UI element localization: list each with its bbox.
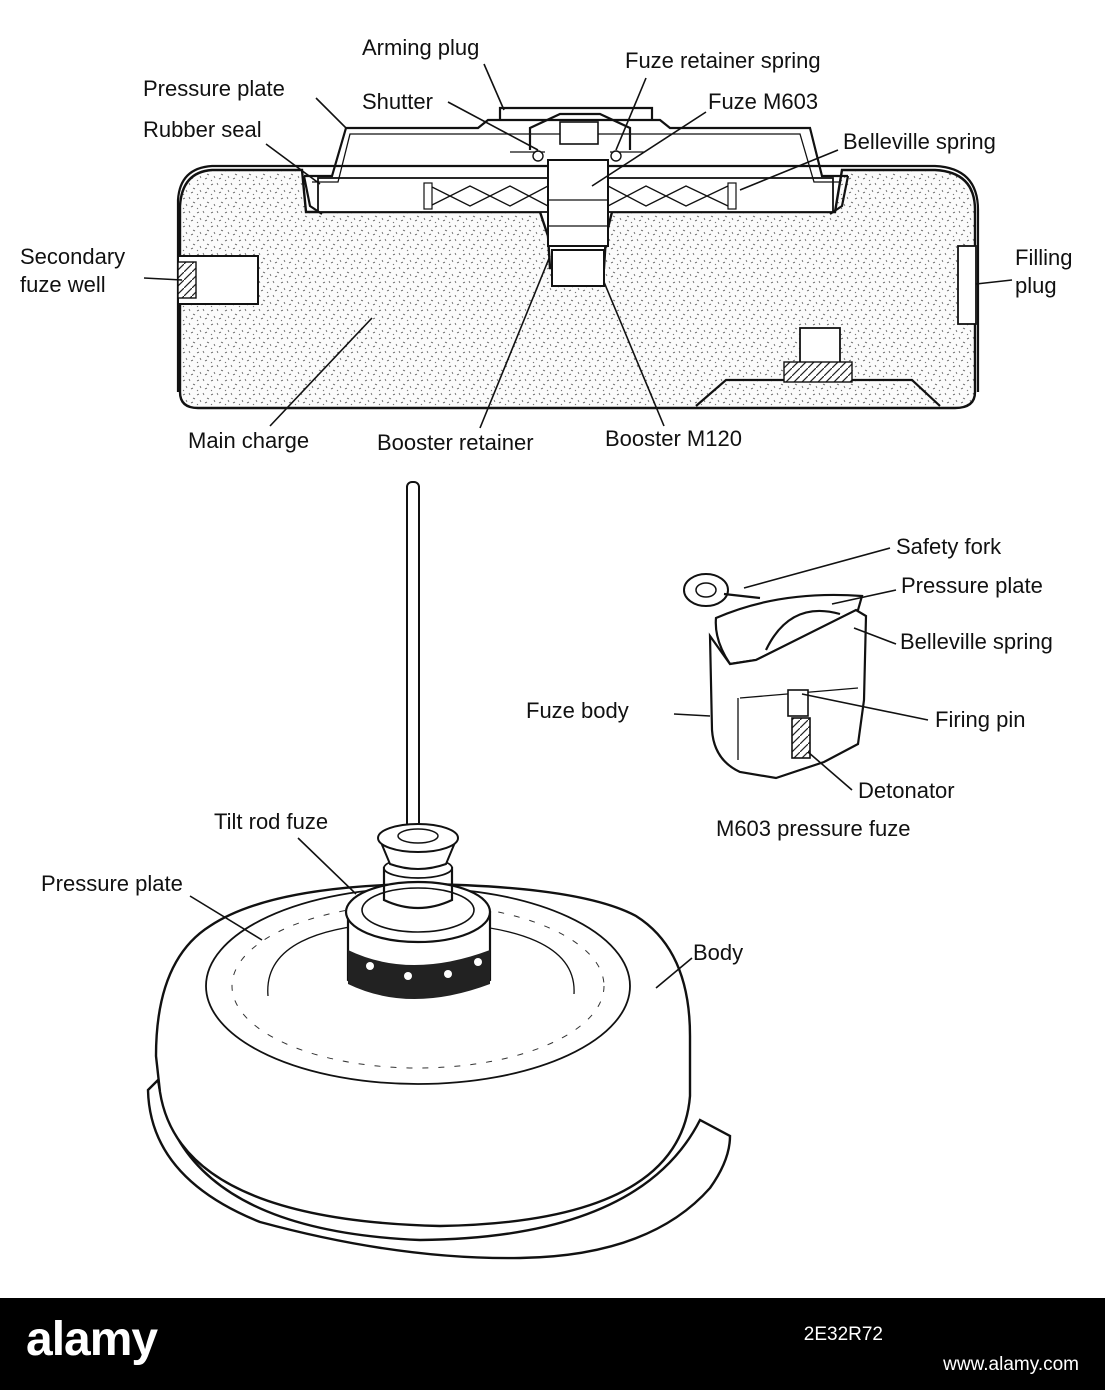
rubber-seal-left <box>302 175 323 215</box>
label-booster-m120: Booster M120 <box>605 426 742 451</box>
fuze-caption: M603 pressure fuze <box>716 816 910 841</box>
site-url: www.alamy.com <box>943 1354 1079 1375</box>
label-belleville-spring-fuze: Belleville spring <box>900 629 1053 654</box>
label-pressure-plate-bottom: Pressure plate <box>41 871 183 896</box>
label-fuze-m603: Fuze M603 <box>708 89 818 114</box>
fuze-m603-section <box>547 159 609 247</box>
alamy-logo: alamy <box>26 1313 158 1366</box>
arming-plug <box>498 106 654 120</box>
label-secondary-fuze-well-1: Secondary <box>20 244 125 269</box>
label-rubber-seal: Rubber seal <box>143 117 262 142</box>
booster-m120-section <box>551 249 605 287</box>
label-fuze-body: Fuze body <box>526 698 629 723</box>
label-fuze-retainer-spring: Fuze retainer spring <box>625 48 821 73</box>
belleville-spring-left <box>429 185 549 207</box>
mine-base-rim <box>146 1077 732 1260</box>
label-belleville-spring-top: Belleville spring <box>843 129 996 154</box>
label-pressure-plate-fuze: Pressure plate <box>901 573 1043 598</box>
tilt-rod-mine-illustration <box>146 481 732 1260</box>
image-id: 2E32R72 <box>803 1324 883 1345</box>
belleville-spring-right <box>607 185 729 207</box>
label-tilt-rod-fuze: Tilt rod fuze <box>214 809 328 834</box>
label-filling-plug-1: Filling <box>1015 245 1072 270</box>
label-firing-pin: Firing pin <box>935 707 1025 732</box>
bottom-plug <box>799 327 841 365</box>
m603-fuze-illustration <box>683 573 868 780</box>
filling-plug <box>957 245 977 325</box>
label-arming-plug: Arming plug <box>362 35 479 60</box>
label-secondary-fuze-well-2: fuze well <box>20 272 106 297</box>
label-detonator: Detonator <box>858 778 955 803</box>
mine-cross-section <box>176 106 980 410</box>
label-body: Body <box>693 940 743 965</box>
label-pressure-plate-top: Pressure plate <box>143 76 285 101</box>
main-charge-fill <box>178 168 977 410</box>
stock-footer: alamy 2E32R72 www.alamy.com <box>0 1298 1105 1390</box>
label-main-charge: Main charge <box>188 428 309 453</box>
tilt-rod <box>406 481 420 829</box>
label-filling-plug-2: plug <box>1015 273 1057 298</box>
pressure-plate-top <box>304 118 848 178</box>
fuze-detonator <box>791 717 811 759</box>
label-booster-retainer: Booster retainer <box>377 430 534 455</box>
label-safety-fork: Safety fork <box>896 534 1002 559</box>
label-shutter: Shutter <box>362 89 433 114</box>
mine-diagram: Arming plug Fuze retainer spring Pressur… <box>20 35 1072 1260</box>
